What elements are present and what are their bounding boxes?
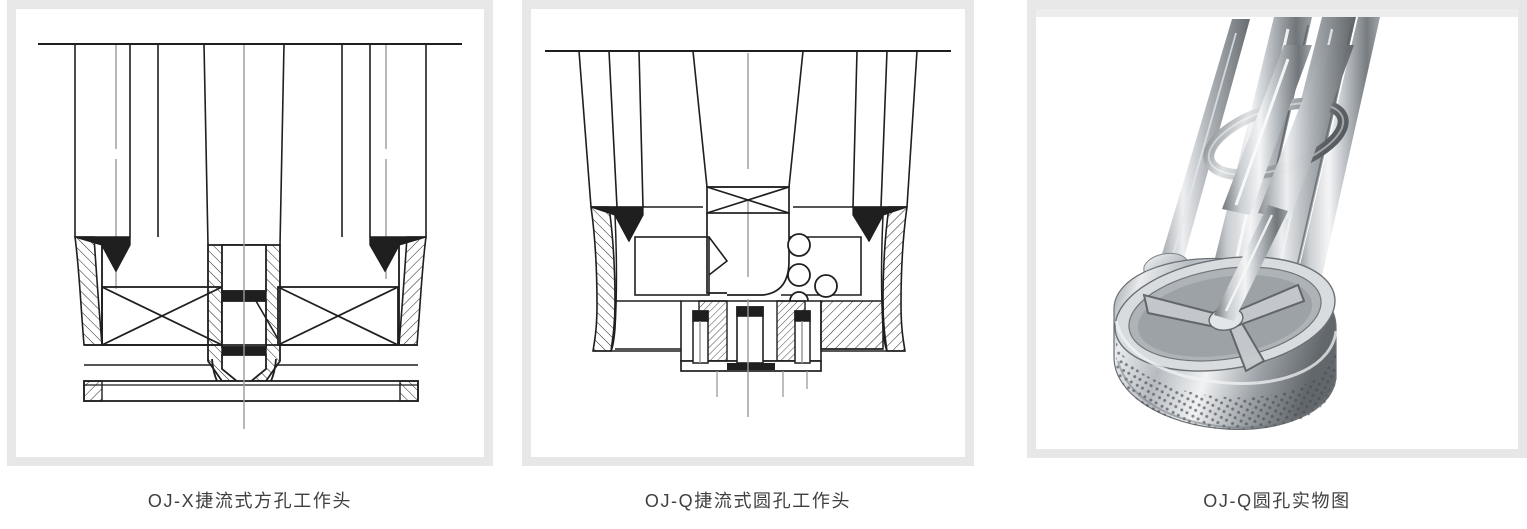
square-hole-screen-left <box>101 286 223 346</box>
right-chamfer-notch <box>369 236 427 273</box>
left-wall-hatch <box>74 236 103 346</box>
photo-top-edge <box>1036 9 1518 17</box>
centre-pin <box>736 306 764 364</box>
perforated-screen-drum <box>1113 205 1338 431</box>
square-hole-screen-right <box>277 286 399 346</box>
image-frame <box>6 0 493 466</box>
panel-caption: OJ-X捷流式方孔工作头 <box>147 491 353 511</box>
right-wall-hatch <box>882 206 908 352</box>
oj-q-round-hole-cross-section-drawing <box>530 9 965 457</box>
panel-caption: OJ-Q圆孔实物图 <box>1203 491 1351 511</box>
left-flow-chamber <box>634 236 729 296</box>
gallery-panel-oj-x-square-hole-head[interactable]: OJ-X捷流式方孔工作头 <box>4 0 496 510</box>
drawing-canvas <box>37 43 462 429</box>
lower-hub-block <box>680 300 884 372</box>
rotor-body <box>706 213 790 296</box>
right-chamfer-notch <box>852 206 908 243</box>
left-chamfer-notch <box>590 206 644 243</box>
panel-caption: OJ-Q捷流式圆孔工作头 <box>644 491 852 511</box>
oj-q-round-hole-product-photo <box>1036 9 1518 449</box>
drawing-canvas <box>544 50 951 417</box>
left-chamfer-notch <box>74 236 131 273</box>
oj-x-square-hole-cross-section-drawing <box>15 9 484 457</box>
right-wall-hatch <box>398 236 427 346</box>
base-plate <box>83 344 419 402</box>
rotor-key-box <box>706 186 790 214</box>
round-hole-set <box>787 233 838 311</box>
image-frame <box>521 0 974 466</box>
gallery-panel-oj-q-round-hole-photo[interactable]: OJ-Q圆孔实物图 <box>1027 0 1527 510</box>
gallery-panel-oj-q-round-hole-head[interactable]: OJ-Q捷流式圆孔工作头 <box>521 0 974 511</box>
bolt-right <box>794 310 811 364</box>
left-wall-hatch <box>590 206 616 352</box>
image-frame <box>1027 0 1527 458</box>
shaft-overlay-front <box>1222 45 1354 219</box>
photo-canvas <box>1036 9 1518 431</box>
bolt-left <box>692 310 709 364</box>
